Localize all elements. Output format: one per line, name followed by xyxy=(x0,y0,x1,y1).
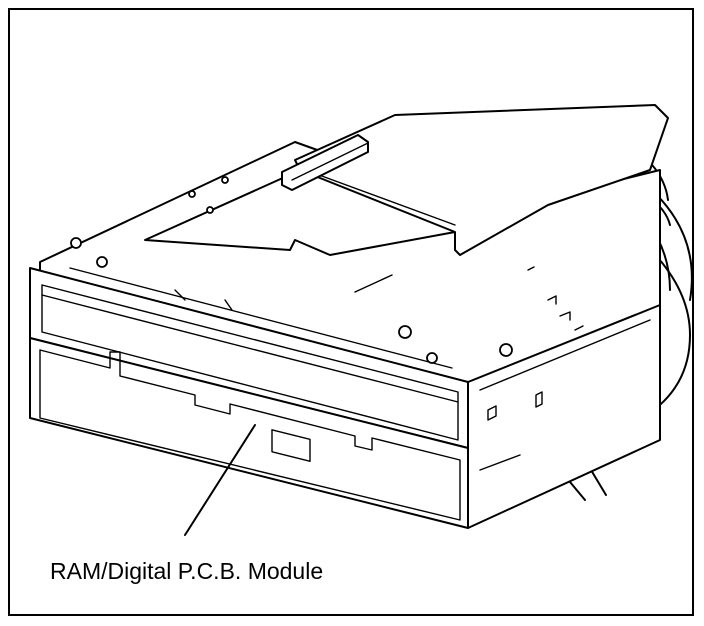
connector-block xyxy=(281,134,369,191)
chassis-side xyxy=(467,304,661,529)
pcb-cover-plate xyxy=(294,104,669,256)
callout-leader-line xyxy=(184,424,256,536)
callout-label: RAM/Digital P.C.B. Module xyxy=(50,558,324,584)
screws xyxy=(70,176,513,364)
pcb-board xyxy=(144,104,669,256)
